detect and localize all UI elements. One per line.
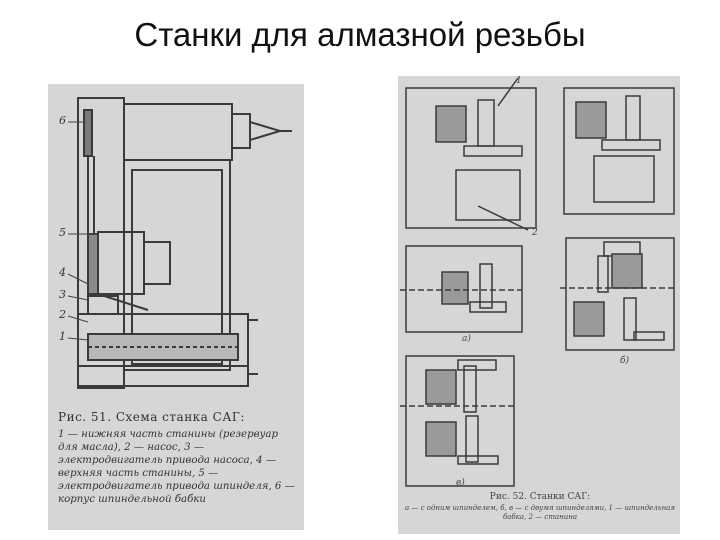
top-pulley (84, 110, 92, 156)
callout-5: 5 (59, 226, 66, 239)
figure-51-scan: 6 5 4 3 2 1 Рис. 51. Схема станка САГ: 1… (48, 84, 304, 530)
callout-3: 3 (59, 288, 66, 301)
figure-51-caption-title: Рис. 51. Схема станка САГ: (58, 410, 245, 424)
panel-label-b: б) (620, 356, 630, 366)
upper-frame (124, 160, 230, 370)
callout-2: 2 (59, 308, 66, 321)
figure-51-caption: Рис. 51. Схема станка САГ: 1 — нижняя ча… (58, 410, 298, 506)
callout-1: 1 (59, 330, 66, 343)
figure-51-caption-body: 1 — нижняя часть станины (резервуар для … (58, 429, 295, 505)
spindle-motor (98, 232, 144, 294)
panel-label-a: а) (462, 334, 471, 344)
motor-housing (144, 242, 170, 284)
panel-v-frame (406, 356, 514, 486)
tool-tip (250, 122, 280, 140)
spindle-head-body (124, 104, 232, 160)
callout-4: 4 (59, 266, 66, 279)
panel-a-frame (406, 88, 536, 228)
fig52-callout-2: 2 (532, 228, 538, 238)
panel-label-v: в) (456, 478, 465, 488)
machine-sag-layouts (398, 76, 680, 534)
slide-title: Станки для алмазной резьбы (134, 16, 586, 53)
figure-52-caption-body: а — с одним шпинделем, б, в — с двумя шп… (404, 504, 675, 521)
figure-52-caption-title: Рис. 52. Станки САГ: (489, 492, 591, 502)
panel-b-top-frame (564, 88, 674, 214)
spindle-nose (232, 114, 250, 148)
fig52-callout-1: 1 (516, 76, 522, 86)
figure-52-caption: Рис. 52. Станки САГ: а — с одним шпиндел… (404, 492, 676, 522)
panel-a-plan (406, 246, 522, 332)
panel-b-frame (566, 238, 674, 350)
machine-sag-schematic (48, 84, 304, 530)
callout-6: 6 (59, 114, 66, 127)
figure-52-scan: 1 2 а) б) в) Рис. 52. Станки САГ: а — с … (398, 76, 680, 534)
panel-a-bed (456, 170, 520, 220)
